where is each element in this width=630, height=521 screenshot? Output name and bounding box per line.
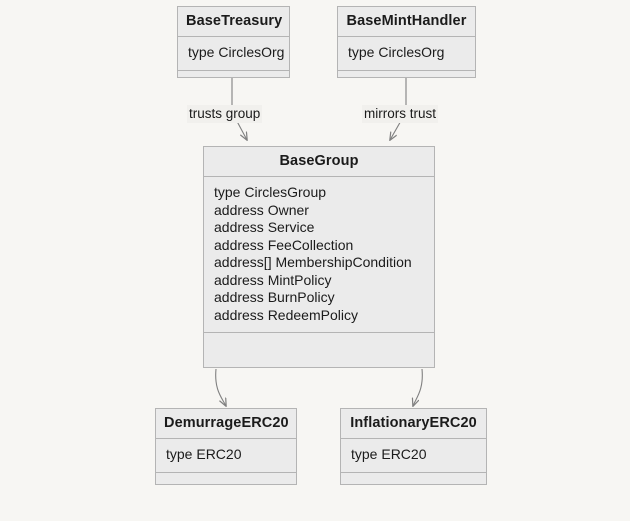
attribute-row: address MintPolicy <box>214 271 332 288</box>
class-attributes-inflationary-erc20: type ERC20 <box>341 439 486 473</box>
class-attributes-base-treasury: type CirclesOrg <box>178 37 289 71</box>
class-box-demurrage-erc20[interactable]: DemurrageERC20 type ERC20 <box>155 408 297 485</box>
edge-label-trusts-group: trusts group <box>187 105 263 123</box>
edge-group-demurrage <box>215 368 226 406</box>
attribute-row: type ERC20 <box>166 446 242 462</box>
class-methods-inflationary-erc20 <box>341 473 486 485</box>
class-methods-base-mint-handler <box>338 71 475 82</box>
attribute-row: type ERC20 <box>351 446 427 462</box>
class-title-base-group: BaseGroup <box>204 147 434 177</box>
class-box-base-group[interactable]: BaseGroup type CirclesGroup address Owne… <box>203 146 435 368</box>
attribute-row: type CirclesOrg <box>348 44 445 60</box>
attribute-row: address FeeCollection <box>214 236 354 253</box>
attribute-row: address[] MembershipCondition <box>214 254 412 270</box>
class-box-inflationary-erc20[interactable]: InflationaryERC20 type ERC20 <box>340 408 487 485</box>
class-methods-base-group <box>204 333 434 367</box>
class-attributes-base-group: type CirclesGroup address Owner address … <box>204 177 434 333</box>
class-methods-demurrage-erc20 <box>156 473 296 485</box>
attribute-row: address RedeemPolicy <box>214 306 358 323</box>
class-attributes-demurrage-erc20: type ERC20 <box>156 439 296 473</box>
attribute-row: type CirclesGroup <box>214 184 327 200</box>
class-methods-base-treasury <box>178 71 289 82</box>
class-title-inflationary-erc20: InflationaryERC20 <box>341 409 486 439</box>
attribute-row: address Owner <box>214 201 309 218</box>
class-title-demurrage-erc20: DemurrageERC20 <box>156 409 296 439</box>
class-title-base-mint-handler: BaseMintHandler <box>338 7 475 37</box>
attribute-row: address BurnPolicy <box>214 289 335 305</box>
attribute-row: type CirclesOrg <box>188 44 285 60</box>
attribute-row: address Service <box>214 219 315 235</box>
class-title-base-treasury: BaseTreasury <box>178 7 289 37</box>
class-box-base-mint-handler[interactable]: BaseMintHandler type CirclesOrg <box>337 6 476 78</box>
edge-group-inflationary <box>413 368 423 406</box>
class-box-base-treasury[interactable]: BaseTreasury type CirclesOrg <box>177 6 290 78</box>
edge-label-mirrors-trust: mirrors trust <box>362 105 438 123</box>
class-attributes-base-mint-handler: type CirclesOrg <box>338 37 475 71</box>
